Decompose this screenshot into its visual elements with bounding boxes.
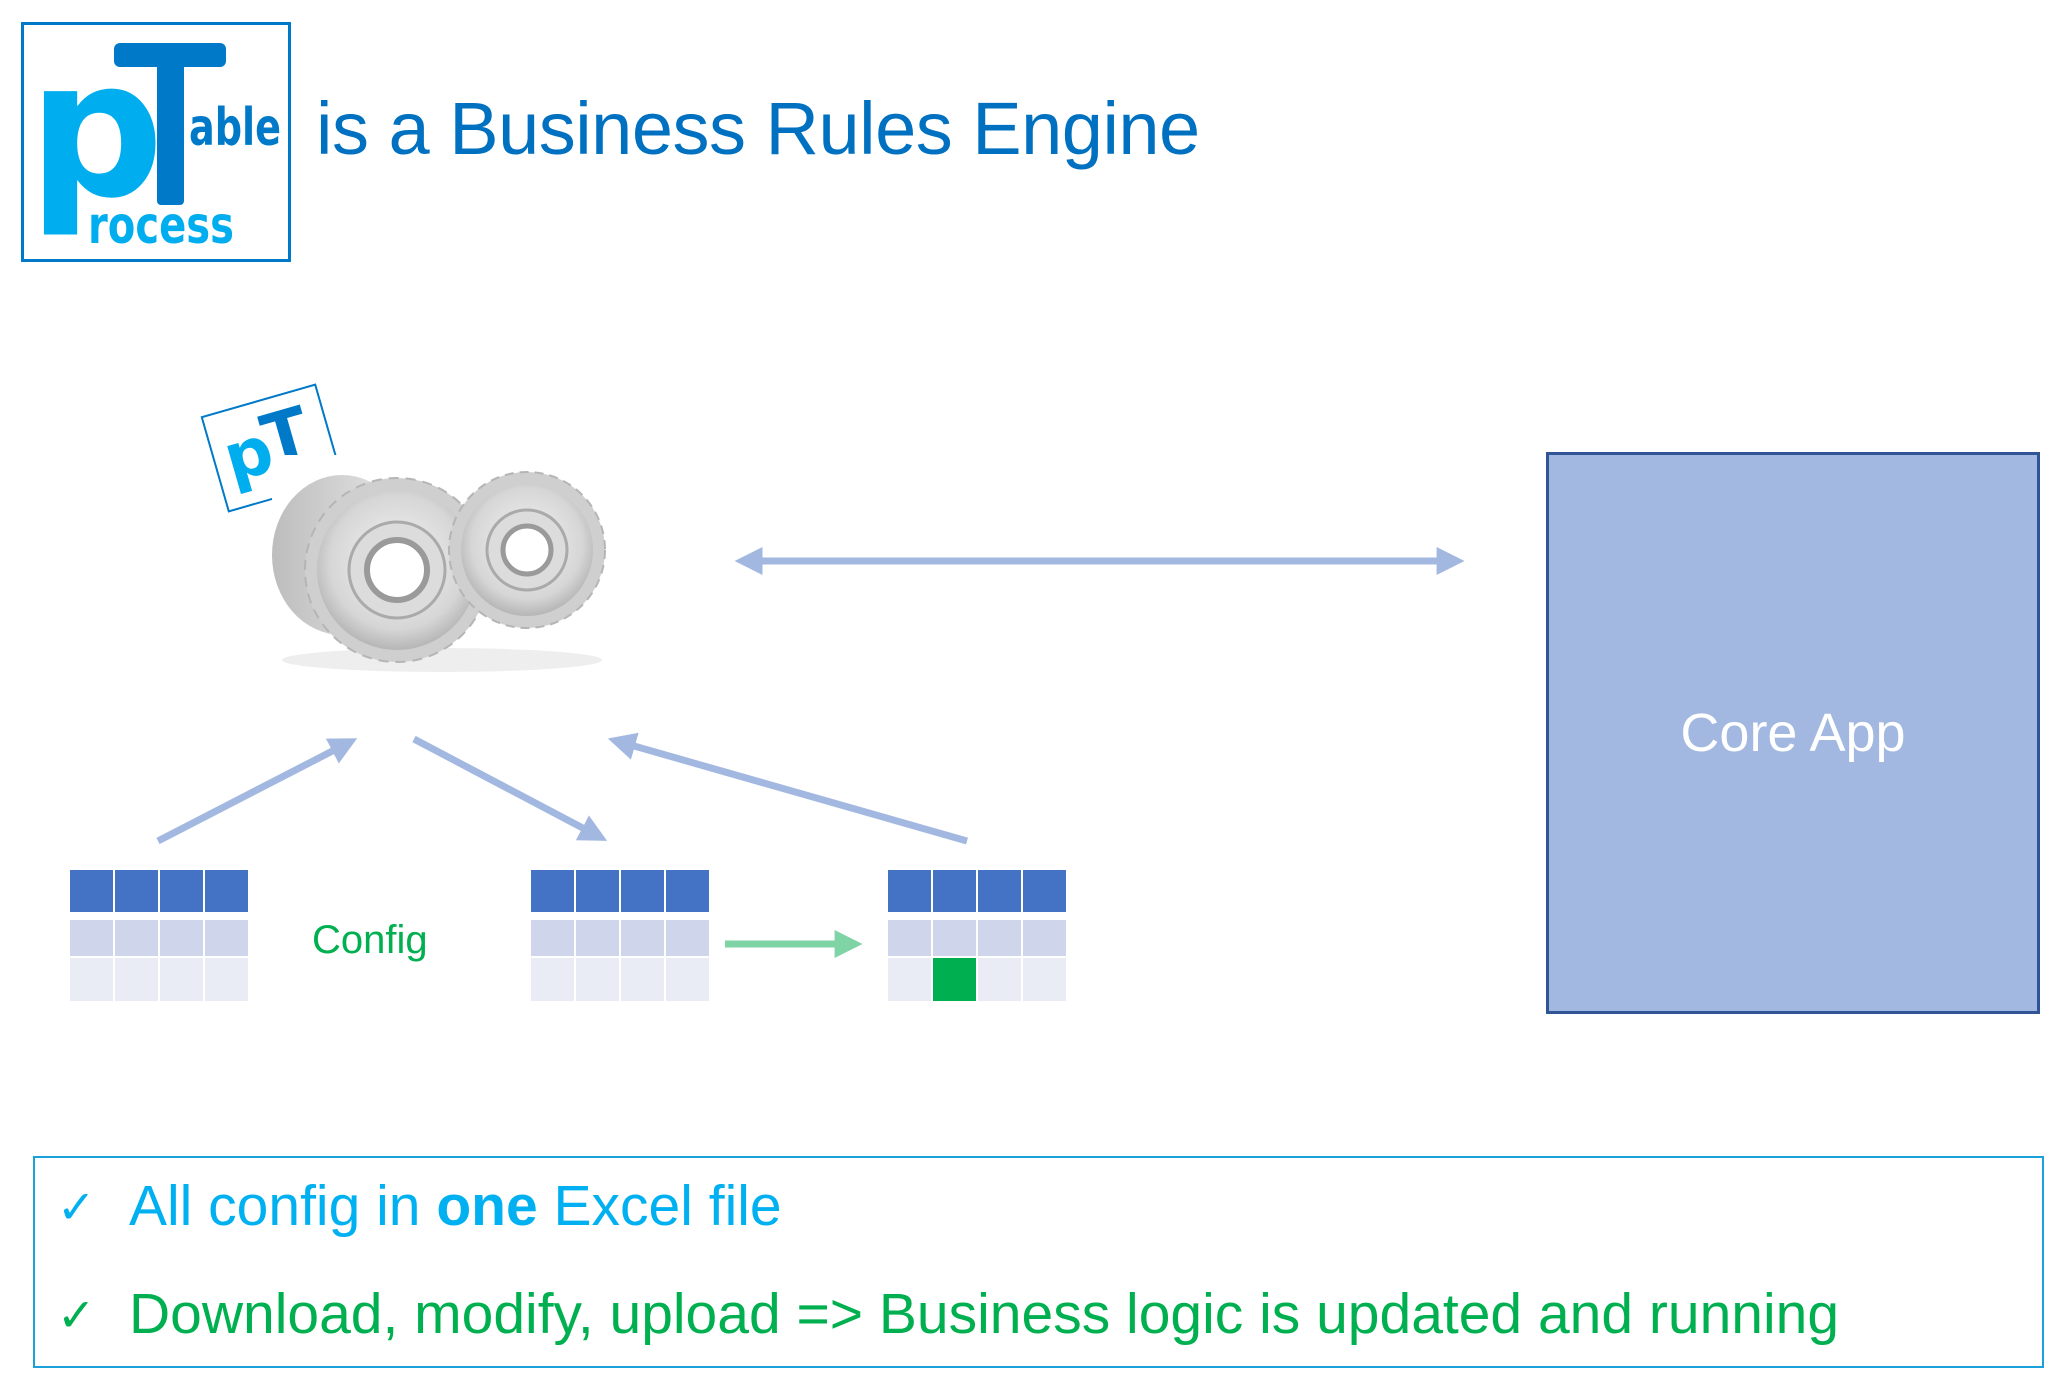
output-to-engine-arrow xyxy=(607,732,968,845)
table-cell xyxy=(160,920,203,956)
benefit-text: Download, modify, upload => Business log… xyxy=(129,1282,1840,1346)
benefit-text-post: Excel file xyxy=(537,1174,782,1238)
table-cell xyxy=(1023,870,1066,912)
table-cell xyxy=(978,870,1021,912)
table-cell xyxy=(160,958,203,1001)
output-table-icon xyxy=(888,870,1066,1001)
table-cell xyxy=(576,958,619,1001)
table-cell xyxy=(666,958,709,1001)
table-cell xyxy=(888,870,931,912)
table-cell xyxy=(205,870,248,912)
table-cell xyxy=(205,958,248,1001)
table-cell xyxy=(666,920,709,956)
table-cell xyxy=(888,920,931,956)
table-cell xyxy=(160,870,203,912)
table-cell xyxy=(666,870,709,912)
logo-t-stem xyxy=(157,55,184,205)
table-cell xyxy=(621,870,664,912)
table-cell xyxy=(531,920,574,956)
table-cell xyxy=(115,958,158,1001)
logo-word-able: able xyxy=(189,98,281,158)
benefit-text-pre: All config in xyxy=(129,1174,437,1238)
table-cell xyxy=(70,920,113,956)
engine-to-input-arrow xyxy=(412,735,608,841)
config-to-engine-arrow xyxy=(156,738,358,845)
table-cell xyxy=(621,920,664,956)
table-cell xyxy=(621,958,664,1001)
core-app-label: Core App xyxy=(1680,703,1906,763)
checkmark-icon: ✓ xyxy=(57,1289,96,1341)
benefit-text-bold: one xyxy=(436,1174,538,1238)
logo-mark: p able rocess xyxy=(28,25,281,256)
table-cell xyxy=(888,958,931,1001)
table-cell xyxy=(933,920,976,956)
right-gear xyxy=(448,471,606,629)
page-title: is a Business Rules Engine xyxy=(316,87,1200,170)
table-cell xyxy=(576,870,619,912)
table-cell xyxy=(531,870,574,912)
input-table-icon xyxy=(531,870,709,1001)
logo-big-p: p xyxy=(28,25,164,240)
table-cell xyxy=(70,870,113,912)
highlighted-result-cell xyxy=(933,958,976,1001)
config-label: Config xyxy=(312,918,428,962)
table-cell xyxy=(576,920,619,956)
core-app-box: Core App xyxy=(1546,452,2040,1014)
gears-icon xyxy=(272,455,612,675)
checkmark-icon: ✓ xyxy=(57,1181,96,1233)
left-gear xyxy=(304,477,490,663)
config-table-icon xyxy=(70,870,248,1001)
table-cell xyxy=(933,870,976,912)
table-cell xyxy=(1023,920,1066,956)
table-cell xyxy=(115,870,158,912)
table-cell xyxy=(978,920,1021,956)
table-cell xyxy=(1023,958,1066,1001)
table-cell xyxy=(531,958,574,1001)
table-cell xyxy=(115,920,158,956)
table-cell xyxy=(978,958,1021,1001)
table-cell xyxy=(205,920,248,956)
logo-word-rocess: rocess xyxy=(88,196,234,256)
processtable-logo: p able rocess xyxy=(21,22,291,262)
benefits-box: ✓ All config in one Excel file ✓ Downloa… xyxy=(33,1156,2044,1368)
table-cell xyxy=(70,958,113,1001)
